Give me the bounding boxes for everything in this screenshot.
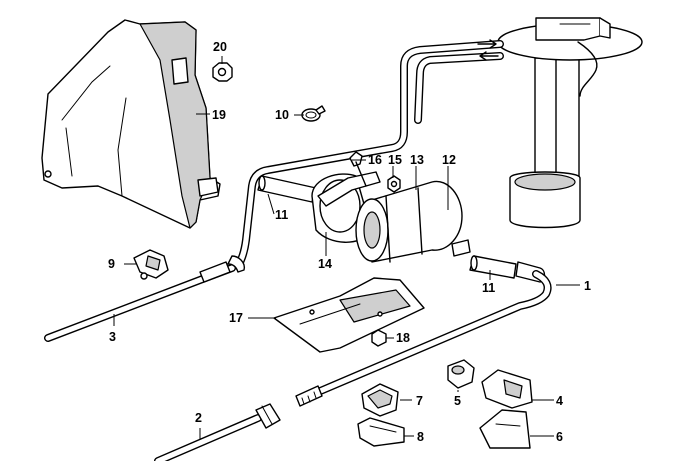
shield-plate-17[interactable] xyxy=(273,277,425,353)
fuel-pump-sending-unit[interactable] xyxy=(497,17,643,229)
flow-arrow-return xyxy=(479,51,499,61)
callout-10: 10 xyxy=(275,108,289,122)
hose-11-lower[interactable] xyxy=(469,255,546,283)
callout-16: 16 xyxy=(368,153,382,167)
nut-20[interactable] xyxy=(212,62,233,82)
fuel-line-2[interactable] xyxy=(154,403,281,461)
fuel-lines-to-tank[interactable] xyxy=(234,39,504,270)
callout-2: 2 xyxy=(195,411,202,425)
callout-7: 7 xyxy=(416,394,423,408)
callout-6: 6 xyxy=(556,430,563,444)
clip-9[interactable] xyxy=(133,249,169,280)
callout-18: 18 xyxy=(396,331,410,345)
callout-19: 19 xyxy=(212,108,226,122)
clip-8[interactable] xyxy=(357,417,405,447)
fuel-line-1[interactable] xyxy=(295,270,552,407)
heat-shield-19[interactable] xyxy=(41,19,221,229)
nut-15[interactable] xyxy=(387,175,401,193)
holder-4[interactable] xyxy=(481,369,533,409)
callout-13: 13 xyxy=(410,153,424,167)
clip-7[interactable] xyxy=(361,383,399,417)
callout-11-upper: 11 xyxy=(275,208,288,222)
callout-20: 20 xyxy=(213,40,227,54)
fuel-line-3[interactable] xyxy=(44,255,246,342)
callout-14: 14 xyxy=(318,257,332,271)
callout-11-lower: 11 xyxy=(482,281,495,295)
grommet-5[interactable] xyxy=(447,359,475,389)
callout-9: 9 xyxy=(108,257,115,271)
cover-6[interactable] xyxy=(479,409,531,449)
callout-4: 4 xyxy=(556,394,563,408)
callout-12: 12 xyxy=(442,153,456,167)
callout-1: 1 xyxy=(584,279,591,293)
leader-lines xyxy=(113,56,580,440)
hose-clamp-10[interactable] xyxy=(301,105,326,122)
callout-15: 15 xyxy=(388,153,402,167)
fuel-filter-12-13[interactable] xyxy=(355,180,471,263)
flow-arrow-outbound xyxy=(477,39,497,49)
callout-8: 8 xyxy=(417,430,424,444)
hose-11-upper[interactable] xyxy=(257,175,317,203)
callout-5: 5 xyxy=(454,394,461,408)
nut-18[interactable] xyxy=(371,329,387,347)
callout-17: 17 xyxy=(229,311,243,325)
callouts: 20 19 10 16 15 13 12 11 9 14 11 1 17 18 … xyxy=(108,40,591,444)
callout-3: 3 xyxy=(109,330,116,344)
